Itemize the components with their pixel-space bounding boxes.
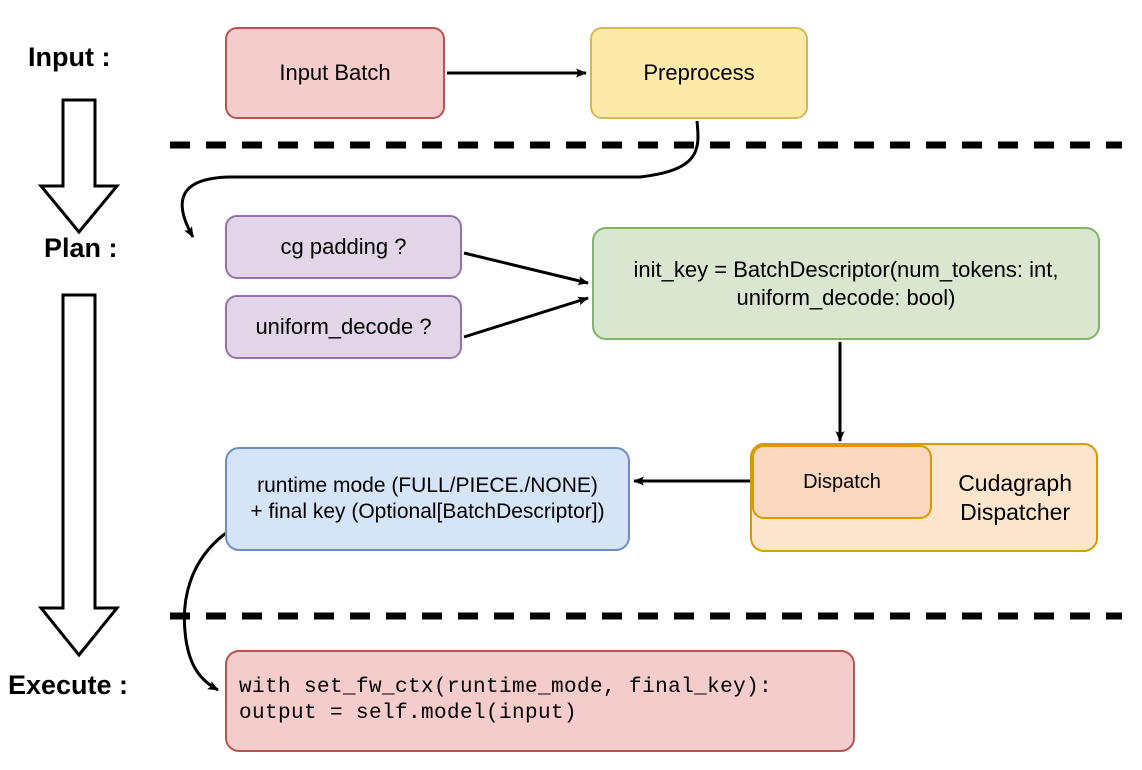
node-input-batch-label: Input Batch [279,60,391,86]
edge-runtime-mode-to-code-block [182,531,227,692]
node-preprocess[interactable]: Preprocess [590,27,808,119]
edge-uniform-decode-to-init-key [463,296,589,339]
node-dispatch[interactable]: Dispatch [752,445,932,519]
node-code-block[interactable]: with set_fw_ctx(runtime_mode, final_key)… [225,650,855,752]
node-uniform-decode-label: uniform_decode ? [255,314,432,340]
flow-arrow-plan-to-execute [37,293,121,658]
node-cg-padding[interactable]: cg padding ? [225,215,462,279]
node-cudagraph-dispatcher-label: Cudagraph Dispatcher [958,469,1072,525]
node-runtime-mode[interactable]: runtime mode (FULL/PIECE./NONE) + final … [225,447,630,551]
edge-cg-padding-to-init-key [463,251,589,286]
stage-label-input: Input : [28,42,111,72]
stage-label-plan: Plan : [44,233,118,263]
stage-label-execute: Execute : [8,670,129,700]
flow-arrow-input-to-plan [37,98,121,235]
node-dispatch-label: Dispatch [803,470,881,493]
node-input-batch[interactable]: Input Batch [225,27,445,119]
node-runtime-mode-label: runtime mode (FULL/PIECE./NONE) + final … [250,473,605,523]
node-uniform-decode[interactable]: uniform_decode ? [225,295,462,359]
node-init-key[interactable]: init_key = BatchDescriptor(num_tokens: i… [592,227,1100,340]
node-code-block-text: with set_fw_ctx(runtime_mode, final_key)… [239,675,773,725]
node-preprocess-label: Preprocess [643,60,755,86]
node-cg-padding-label: cg padding ? [280,234,407,260]
node-init-key-label: init_key = BatchDescriptor(num_tokens: i… [633,257,1059,310]
